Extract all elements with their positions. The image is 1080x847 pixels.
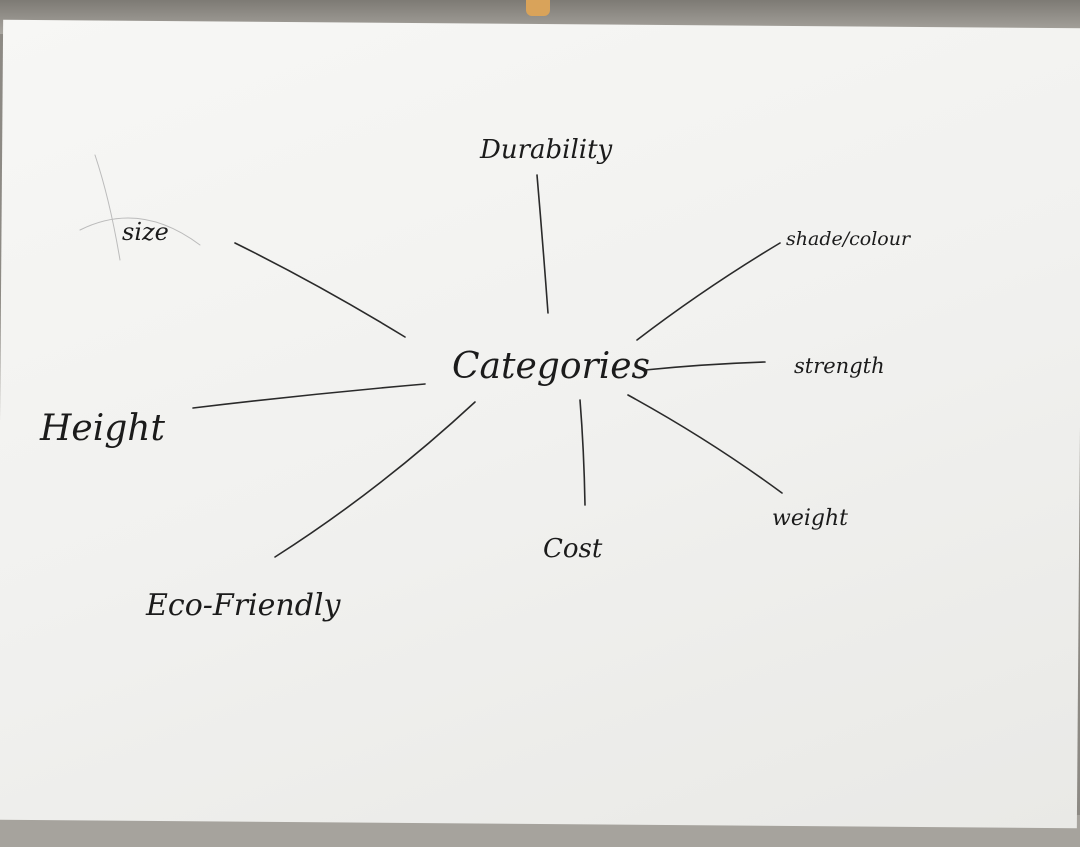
node-weight: weight	[772, 506, 848, 531]
connector-eco-friendly	[274, 401, 476, 558]
connector-weight	[627, 394, 783, 494]
node-cost: Cost	[543, 534, 603, 564]
connector-size	[234, 242, 406, 338]
tape-piece	[526, 0, 550, 16]
node-shade-colour: shade/colour	[786, 228, 912, 250]
node-eco-friendly: Eco-Friendly	[145, 588, 342, 623]
node-size: size	[122, 218, 169, 246]
connector-strength	[644, 361, 766, 371]
node-durability: Durability	[479, 135, 613, 165]
node-strength: strength	[794, 354, 885, 378]
connector-height	[192, 383, 426, 409]
pencil-mark	[79, 154, 201, 261]
center-node: Categories	[452, 346, 650, 387]
connector-shade-colour	[636, 242, 781, 341]
connector-cost	[579, 399, 586, 506]
node-height: Height	[39, 408, 165, 449]
connector-durability	[536, 174, 549, 314]
